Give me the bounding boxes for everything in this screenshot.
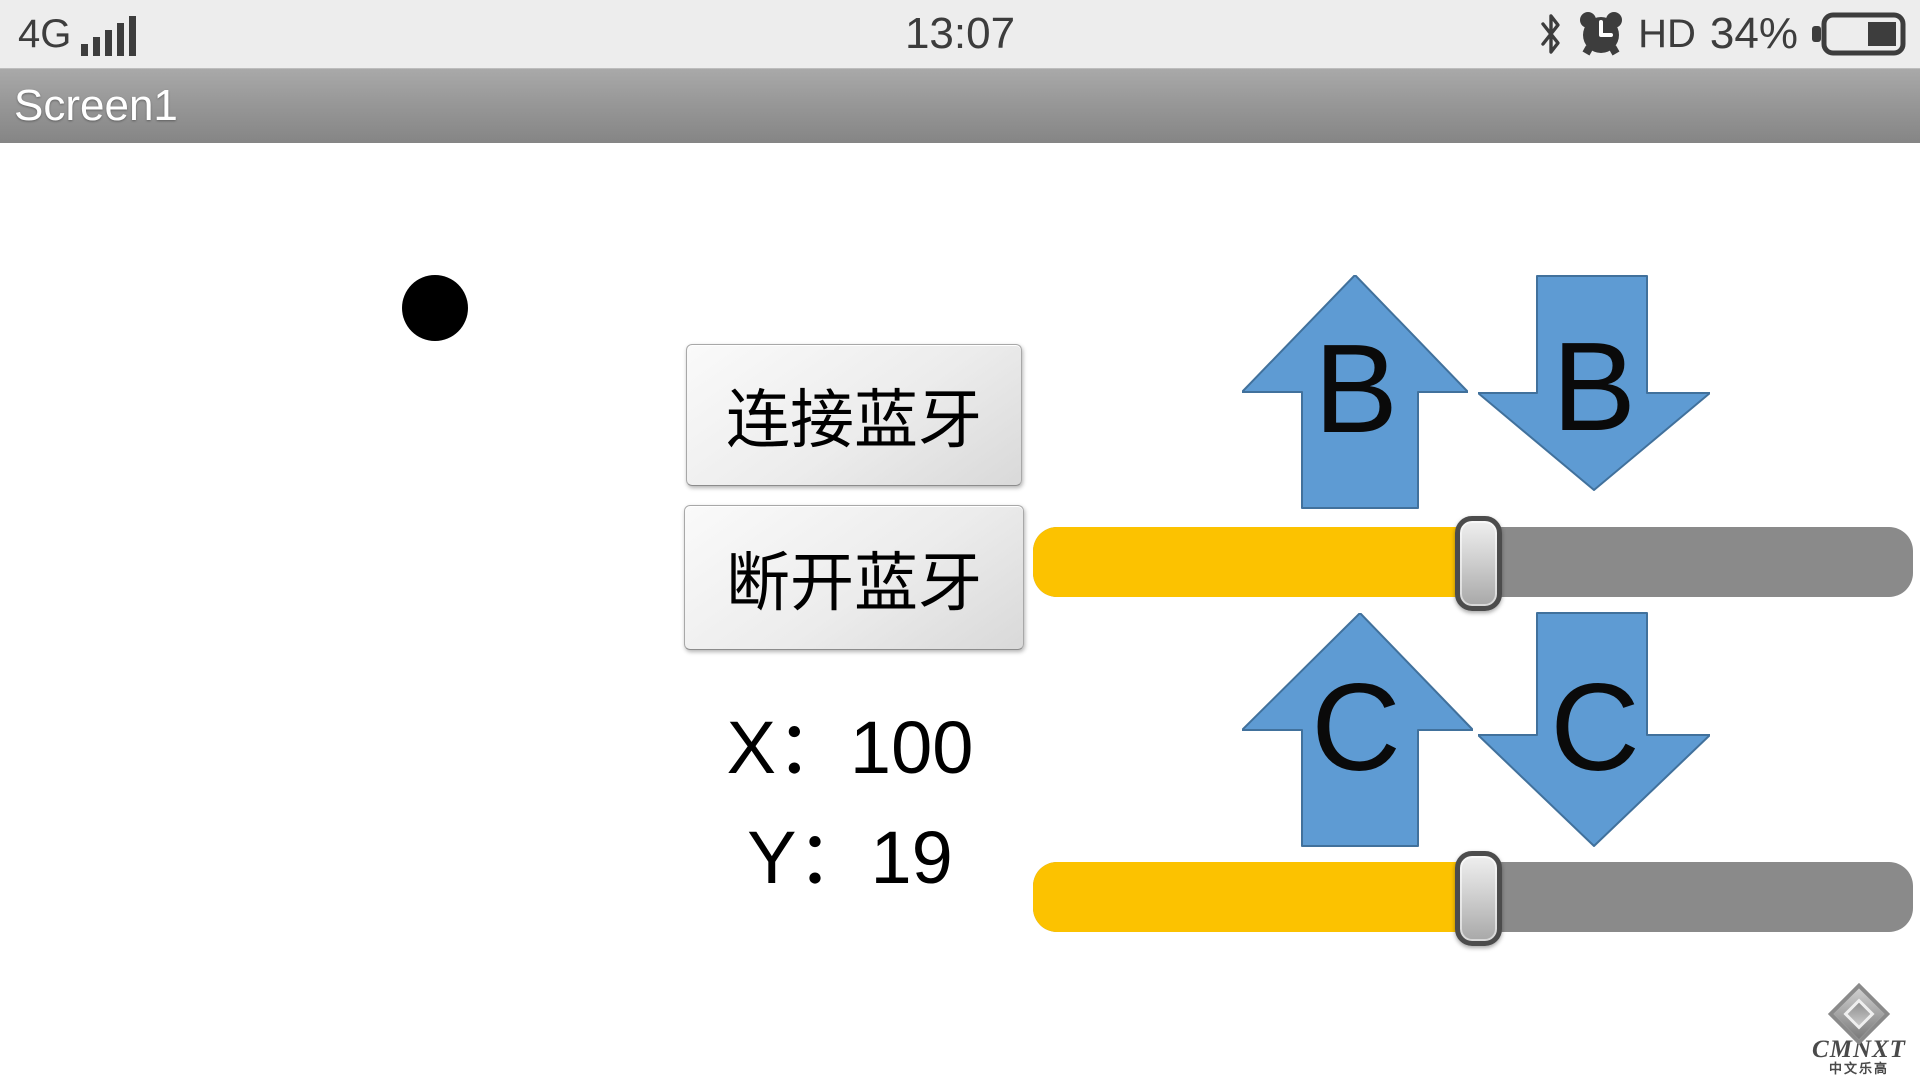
status-bar: 4G 13:07 HD 34% [0, 0, 1920, 68]
arrow-b-up-button[interactable]: B [1242, 275, 1468, 509]
network-type-label: 4G [18, 11, 72, 56]
arrow-b-up-label: B [1314, 318, 1398, 459]
arrow-c-up-label: C [1311, 659, 1401, 797]
title-bar: Screen1 [0, 68, 1920, 143]
slider-b[interactable] [1033, 516, 1913, 611]
arrow-b-down-label: B [1552, 316, 1636, 457]
slider-c[interactable] [1033, 851, 1913, 946]
disconnect-bluetooth-button[interactable]: 断开蓝牙 [684, 505, 1024, 650]
ball-sprite[interactable] [402, 275, 468, 341]
watermark: CMNXT 中文乐高 [1804, 982, 1914, 1076]
battery-icon [1812, 12, 1906, 56]
slider-b-fill [1033, 527, 1475, 597]
slider-b-thumb[interactable] [1455, 516, 1502, 611]
connect-bluetooth-button[interactable]: 连接蓝牙 [686, 344, 1022, 486]
battery-percent-label: 34% [1709, 9, 1798, 58]
hd-voice-label: HD [1638, 11, 1696, 56]
bluetooth-icon [1541, 14, 1560, 54]
signal-strength-icon [81, 16, 137, 56]
arrow-c-down-label: C [1550, 659, 1640, 797]
status-right-group: HD 34% [1538, 0, 1906, 68]
screen-title: Screen1 [14, 81, 178, 130]
arrow-b-down-button[interactable]: B [1478, 275, 1710, 491]
slider-c-thumb[interactable] [1455, 851, 1502, 946]
arrow-c-up-button[interactable]: C [1242, 613, 1473, 847]
slider-c-fill [1033, 862, 1475, 932]
x-coordinate-label: X：100 [726, 706, 974, 789]
status-left-group: 4G [18, 0, 143, 68]
y-coordinate-label: Y：19 [747, 816, 953, 899]
arrow-c-down-button[interactable]: C [1478, 612, 1710, 847]
watermark-subtitle-label: 中文乐高 [1828, 1061, 1889, 1076]
alarm-clock-icon [1580, 12, 1623, 56]
